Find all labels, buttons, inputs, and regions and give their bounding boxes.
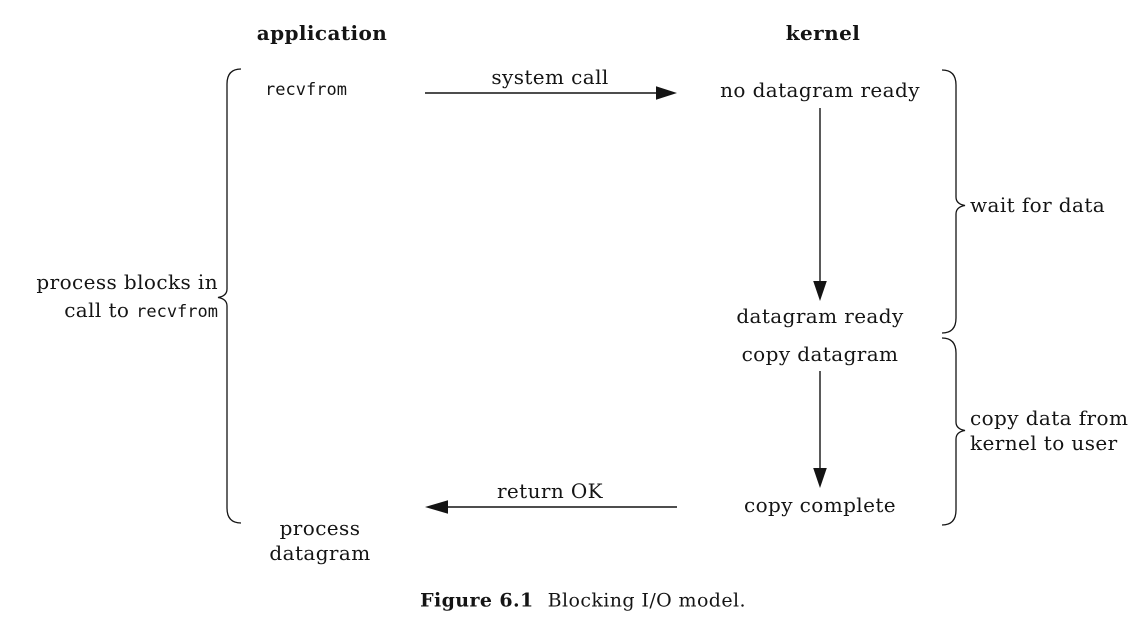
wait-for-data-arrow <box>813 108 827 301</box>
wait-for-data-brace <box>941 69 966 334</box>
recvfrom-call-label: recvfrom <box>265 79 347 100</box>
copy-data-annotation-line1: copy data from <box>970 406 1129 430</box>
arrowhead-down-icon <box>813 281 827 301</box>
application-column-header: application <box>256 21 388 45</box>
figure-caption-title: Blocking I/O model. <box>547 589 746 612</box>
arrowhead-down-icon <box>813 468 827 488</box>
system-call-arrow-label: system call <box>491 65 609 89</box>
kernel-state-copy-datagram: copy datagram <box>741 342 899 366</box>
process-datagram-line2: datagram <box>269 541 371 565</box>
copy-data-annotation: copy data from kernel to user <box>970 406 1128 456</box>
process-blocks-note: process blocks in call to recvfrom <box>28 268 218 326</box>
process-blocks-brace <box>217 68 242 524</box>
copy-data-brace <box>941 337 966 526</box>
arrowhead-right-icon <box>656 86 677 100</box>
kernel-state-datagram-ready: datagram ready <box>736 304 904 328</box>
process-datagram-step: process datagram <box>269 516 370 566</box>
process-blocks-note-line2: call to recvfrom <box>28 296 218 326</box>
return-ok-arrow-label: return OK <box>496 479 604 503</box>
figure-caption-number: Figure 6.1 <box>420 589 534 612</box>
kernel-state-copy-complete: copy complete <box>743 493 897 517</box>
kernel-column-header: kernel <box>785 21 861 45</box>
wait-for-data-annotation: wait for data <box>970 193 1106 217</box>
copy-data-annotation-line2: kernel to user <box>970 431 1118 455</box>
kernel-state-no-datagram-ready: no datagram ready <box>720 78 920 102</box>
process-blocks-note-line1: process blocks in <box>36 270 218 294</box>
process-blocks-note-line2-prefix: call to <box>64 298 137 322</box>
figure-caption: Figure 6.1 Blocking I/O model. <box>420 590 746 613</box>
system-call-arrow <box>425 86 677 100</box>
process-datagram-line1: process <box>279 516 361 540</box>
arrowhead-left-icon <box>425 500 448 514</box>
copy-data-arrow <box>813 371 827 488</box>
return-ok-arrow <box>425 500 677 514</box>
process-blocks-note-line2-code: recvfrom <box>136 302 218 322</box>
